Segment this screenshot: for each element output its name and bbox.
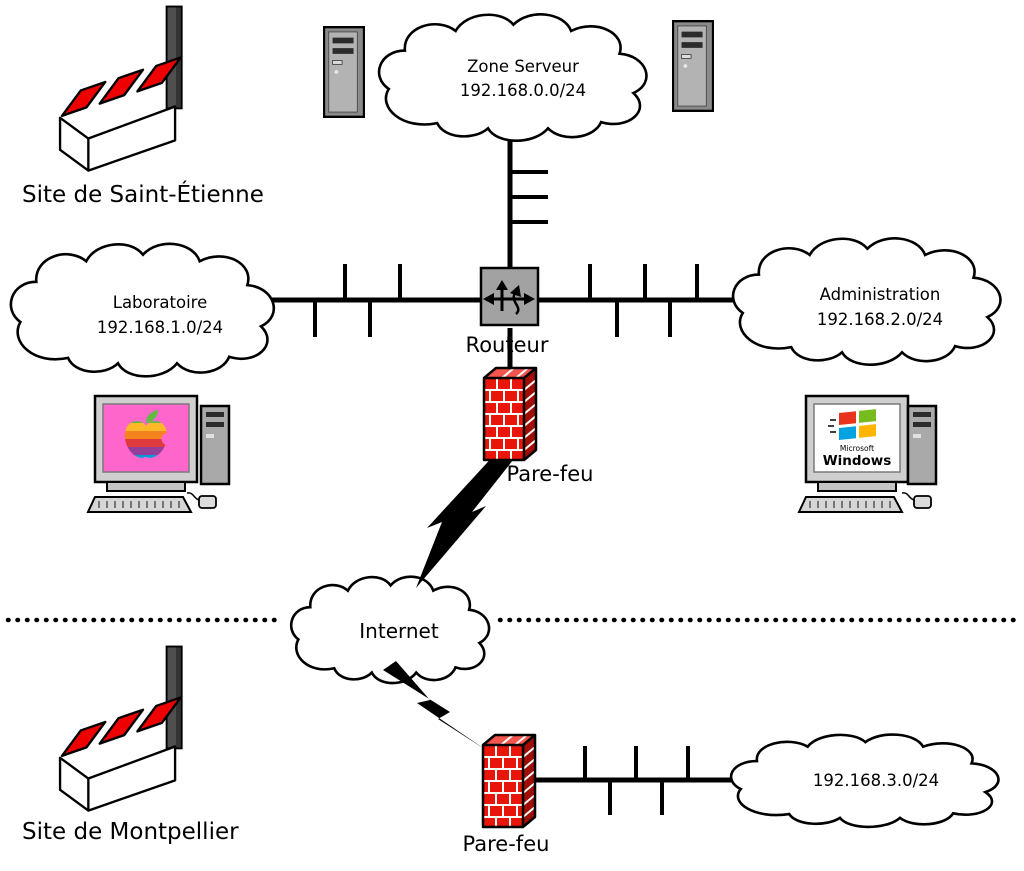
cloud-laboratoire: Laboratoire 192.168.1.0/24 [9, 242, 276, 378]
windows-flag-logo-icon [828, 409, 876, 440]
host-drop-ticks [313, 170, 699, 815]
cloud-administration: Administration 192.168.2.0/24 [731, 236, 1002, 367]
windows-monitor-base [817, 481, 897, 492]
apple-logo-bite [161, 433, 174, 445]
montpellier-lan-subnet: 192.168.3.0/24 [813, 771, 939, 790]
cloud-internet: Internet [290, 575, 491, 685]
network-links [5, 118, 1019, 815]
internet-label: Internet [359, 619, 439, 643]
backbone-lines [262, 118, 742, 783]
site-montpellier-label: Site de Montpellier [22, 819, 239, 845]
firewall-icon-top [482, 366, 538, 462]
firewall-icon-bottom [481, 733, 537, 829]
windows-brand-small: Microsoft [840, 444, 874, 453]
router-arrows-icon [483, 280, 535, 315]
factory-icon-saint-etienne [58, 5, 183, 172]
windows-screen [813, 403, 901, 473]
cloud-montpellier-lan: 192.168.3.0/24 [729, 733, 1000, 829]
factory-icon-montpellier [58, 645, 183, 812]
mac-workstation-icon [86, 394, 231, 513]
mac-tower [199, 404, 231, 486]
firewall-bottom-label: Pare-feu [463, 832, 550, 856]
cloud-zone-serveur: Zone Serveur 192.168.0.0/24 [377, 12, 648, 143]
router-icon [479, 266, 540, 327]
windows-mouse [913, 495, 932, 509]
server-tower-icon-right [672, 20, 714, 112]
lightning-bolt-bottom [383, 661, 486, 750]
zone-serveur-name: Zone Serveur [467, 57, 579, 76]
firewall-top-label: Pare-feu [507, 462, 594, 486]
zone-serveur-subnet: 192.168.0.0/24 [460, 81, 586, 100]
router-label: Routeur [466, 333, 549, 357]
windows-brand-large: Windows [823, 453, 892, 469]
windows-workstation-icon: Microsoft Windows [797, 394, 938, 513]
lightning-bolt-top [416, 452, 513, 588]
laboratoire-subnet: 192.168.1.0/24 [97, 318, 223, 337]
administration-subnet: 192.168.2.0/24 [817, 310, 943, 329]
windows-tower [906, 404, 938, 486]
server-tower-icon-left [323, 26, 365, 118]
site-saint-etienne-label: Site de Saint-Étienne [22, 180, 264, 208]
mac-mouse [198, 495, 217, 509]
administration-name: Administration [820, 285, 941, 304]
laboratoire-name: Laboratoire [113, 293, 208, 312]
mac-monitor-base [106, 481, 186, 492]
